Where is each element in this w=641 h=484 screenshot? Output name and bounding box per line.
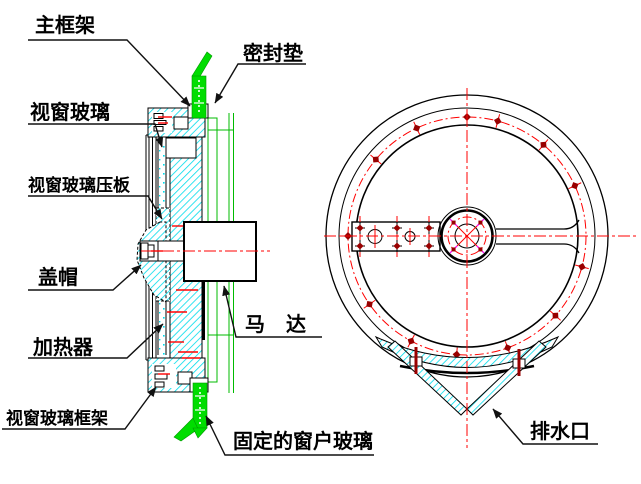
top-clamp-detail bbox=[152, 112, 197, 159]
leader-window-glass-frame bbox=[2, 386, 157, 430]
bottom-clamp-detail bbox=[152, 357, 200, 388]
leader-fixed-window-glass bbox=[205, 415, 374, 456]
rim-bolts bbox=[341, 110, 589, 362]
label-fixed-window-glass: 固定的窗户玻璃 bbox=[233, 429, 373, 453]
leader-motor bbox=[222, 285, 322, 338]
leader-main-frame bbox=[28, 39, 191, 107]
right-spoke bbox=[496, 219, 580, 254]
section-view bbox=[136, 51, 270, 442]
drain-bolt-right bbox=[517, 349, 521, 376]
hub-bolts bbox=[449, 218, 485, 254]
label-cap: 盖帽 bbox=[38, 265, 78, 289]
plate-bolts bbox=[355, 222, 434, 252]
front-view bbox=[324, 88, 638, 448]
drain-arm-right bbox=[466, 340, 547, 416]
leader-drain-outlet bbox=[492, 408, 598, 445]
drain-bolt-left bbox=[414, 347, 418, 374]
glass-edge-line bbox=[202, 282, 205, 340]
drain-arm-left bbox=[387, 340, 468, 416]
crosshair-centerlines bbox=[324, 88, 638, 448]
label-window-glass-frame: 视窗玻璃框架 bbox=[6, 408, 108, 428]
section-marks bbox=[167, 225, 205, 353]
labels: 主框架 密封垫 视窗玻璃 视窗玻璃压板 盖帽 加热器 视窗玻璃框架 马 达 固定… bbox=[2, 13, 598, 456]
leader-window-glass-clamp bbox=[28, 195, 163, 220]
label-heater: 加热器 bbox=[32, 336, 94, 359]
motor-body bbox=[141, 221, 270, 282]
label-seal-gasket: 密封垫 bbox=[243, 41, 303, 65]
drain-assembly bbox=[374, 335, 560, 416]
leader-seal-gasket bbox=[214, 63, 306, 104]
seal-gasket-bar bbox=[187, 51, 213, 119]
label-motor: 马 达 bbox=[245, 313, 314, 336]
label-main-frame: 主框架 bbox=[35, 13, 95, 37]
label-drain-outlet: 排水口 bbox=[530, 419, 590, 443]
leader-heater bbox=[28, 323, 164, 359]
fixed-glass-bar bbox=[173, 377, 209, 442]
label-window-glass-clamp: 视窗玻璃压板 bbox=[28, 175, 131, 195]
label-window-glass: 视窗玻璃 bbox=[30, 100, 110, 124]
cap-shape bbox=[136, 221, 167, 303]
leader-cap bbox=[28, 264, 142, 291]
leader-window-glass bbox=[28, 123, 164, 148]
